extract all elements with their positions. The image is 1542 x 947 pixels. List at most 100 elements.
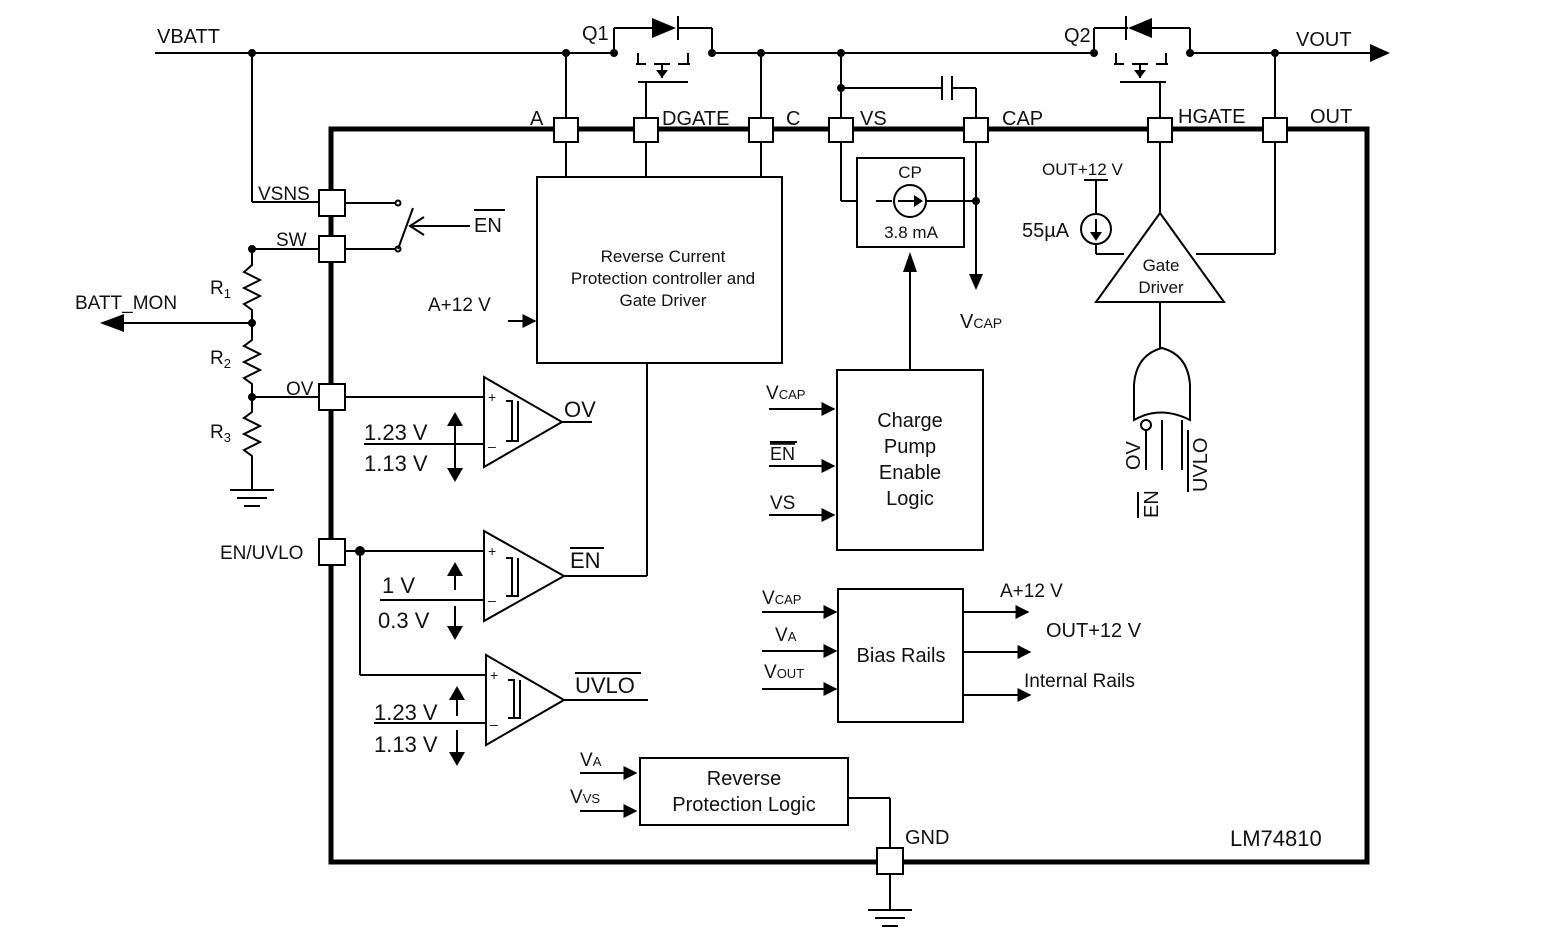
cp-enable-logic-block (836, 369, 984, 551)
out12-output-label: OUT+12 V (1046, 620, 1142, 642)
current-source-55-icon (1080, 213, 1124, 255)
svg-text:–: – (488, 592, 496, 608)
a12-output-label: A+12 V (1000, 581, 1063, 602)
uvlo-low-label: 1.13 V (374, 732, 438, 757)
or-gate-icon (1133, 346, 1191, 422)
rpl-line2: Protection Logic (672, 794, 815, 816)
cpe-line2: Pump (884, 436, 936, 458)
cpe-vcap-label: VCAP (766, 383, 805, 404)
top-rail (155, 44, 1390, 62)
part-number: LM74810 (1230, 826, 1322, 851)
comparator-uvlo (485, 653, 567, 747)
q1-mosfet-icon (613, 16, 713, 118)
bias-va-label: VA (775, 625, 797, 646)
rcp-controller-block (536, 176, 783, 364)
bias-vcap-label: VCAP (762, 588, 801, 609)
q2-label: Q2 (1064, 25, 1091, 47)
cp-current: 3.8 mA (884, 223, 939, 242)
charge-pump-block (856, 157, 965, 248)
rcp-line2: Protection controller and (571, 269, 755, 288)
resistor-r1-icon (241, 249, 263, 323)
a12-input-label: A+12 V (428, 295, 491, 316)
rpl-vvs-label: VVS (570, 787, 600, 808)
resistor-r3-icon (241, 397, 263, 490)
pin-a-label: A (530, 108, 544, 130)
bias-label: Bias Rails (857, 645, 946, 667)
bias-vout-label: VOUT (764, 662, 804, 683)
pin-hgate-label: HGATE (1178, 106, 1245, 128)
internal-rails-label: Internal Rails (1024, 671, 1135, 692)
rcp-line3: Gate Driver (620, 291, 707, 310)
hysteresis-arrows-ov (447, 412, 463, 482)
rcp-line1: Reverse Current (601, 247, 726, 266)
hysteresis-arrows-en (447, 562, 463, 640)
switch-icon (345, 199, 470, 253)
or-uvlo-label: UVLO (1190, 438, 1212, 492)
gd-line2: Driver (1138, 278, 1184, 297)
cpe-vs-label: VS (770, 493, 795, 514)
ov-out-label: OV (564, 397, 596, 422)
current-55-label: 55µA (1022, 220, 1070, 242)
batt-mon-label: BATT_MON (75, 293, 177, 314)
pin-vsns (318, 189, 346, 217)
cpe-line3: Enable (879, 462, 941, 484)
pin-vs-label: VS (860, 108, 887, 130)
pin-en-uvlo-label: EN/UVLO (220, 543, 303, 564)
ov-low-label: 1.13 V (364, 451, 428, 476)
reverse-protection-block (639, 757, 849, 826)
pin-cap-label: CAP (1002, 108, 1043, 130)
pin-gnd (876, 847, 904, 875)
vcap-output-label: VCAP (960, 311, 1002, 333)
en-out-label: EN (570, 548, 601, 573)
switch-en-label: EN (474, 215, 502, 237)
vout-label: VOUT (1296, 29, 1352, 51)
en-low-label: 0.3 V (378, 608, 430, 633)
pin-c-label: C (786, 108, 800, 130)
svg-text:–: – (490, 716, 498, 732)
ground-icon-bottom (868, 874, 912, 927)
gd-line1: Gate (1143, 256, 1180, 275)
cpe-en-label: EN (770, 444, 795, 464)
en-high-label: 1 V (382, 573, 415, 598)
q1-label: Q1 (582, 23, 609, 45)
top-pins (553, 117, 1288, 143)
ov-high-label: 1.23 V (364, 420, 428, 445)
ground-icon-left (230, 489, 274, 507)
cpe-line4: Logic (886, 488, 934, 510)
svg-text:–: – (488, 438, 496, 454)
q2-mosfet-icon (1093, 16, 1191, 118)
pin-en-uvlo (318, 538, 346, 566)
pin-gnd-label: GND (905, 827, 949, 849)
pin-out-label: OUT (1310, 106, 1352, 128)
rpl-line1: Reverse (707, 768, 781, 790)
or-en-label: EN (1141, 490, 1163, 518)
pin-ov-label: OV (286, 379, 314, 400)
current-source-icon (876, 184, 976, 218)
cpe-line1: Charge (877, 410, 943, 432)
hysteresis-arrows-uvlo (449, 686, 465, 766)
pin-dgate-label: DGATE (662, 108, 729, 130)
vbatt-label: VBATT (157, 26, 220, 48)
r2-label: R2 (210, 348, 231, 371)
pin-vsns-label: VSNS (258, 184, 310, 205)
uvlo-out-label: UVLO (575, 673, 635, 698)
svg-text:+: + (488, 543, 496, 559)
pin-sw (318, 235, 346, 263)
uvlo-high-label: 1.23 V (374, 700, 438, 725)
rpl-va-label: VA (580, 750, 602, 771)
svg-text:+: + (488, 389, 496, 405)
cp-title: CP (898, 163, 922, 182)
pin-ov (318, 383, 346, 411)
capacitor-icon (841, 76, 977, 118)
comparator-ov (483, 375, 565, 469)
pin-sw-label: SW (276, 230, 307, 251)
r1-label: R1 (210, 278, 231, 301)
or-ov-label: OV (1123, 440, 1145, 470)
resistor-r2-icon (241, 323, 263, 397)
r3-label: R3 (210, 422, 231, 445)
out12-input-label: OUT+12 V (1042, 160, 1123, 179)
bias-rails-block (837, 588, 964, 723)
svg-text:+: + (490, 667, 498, 683)
comparator-en (483, 529, 567, 623)
